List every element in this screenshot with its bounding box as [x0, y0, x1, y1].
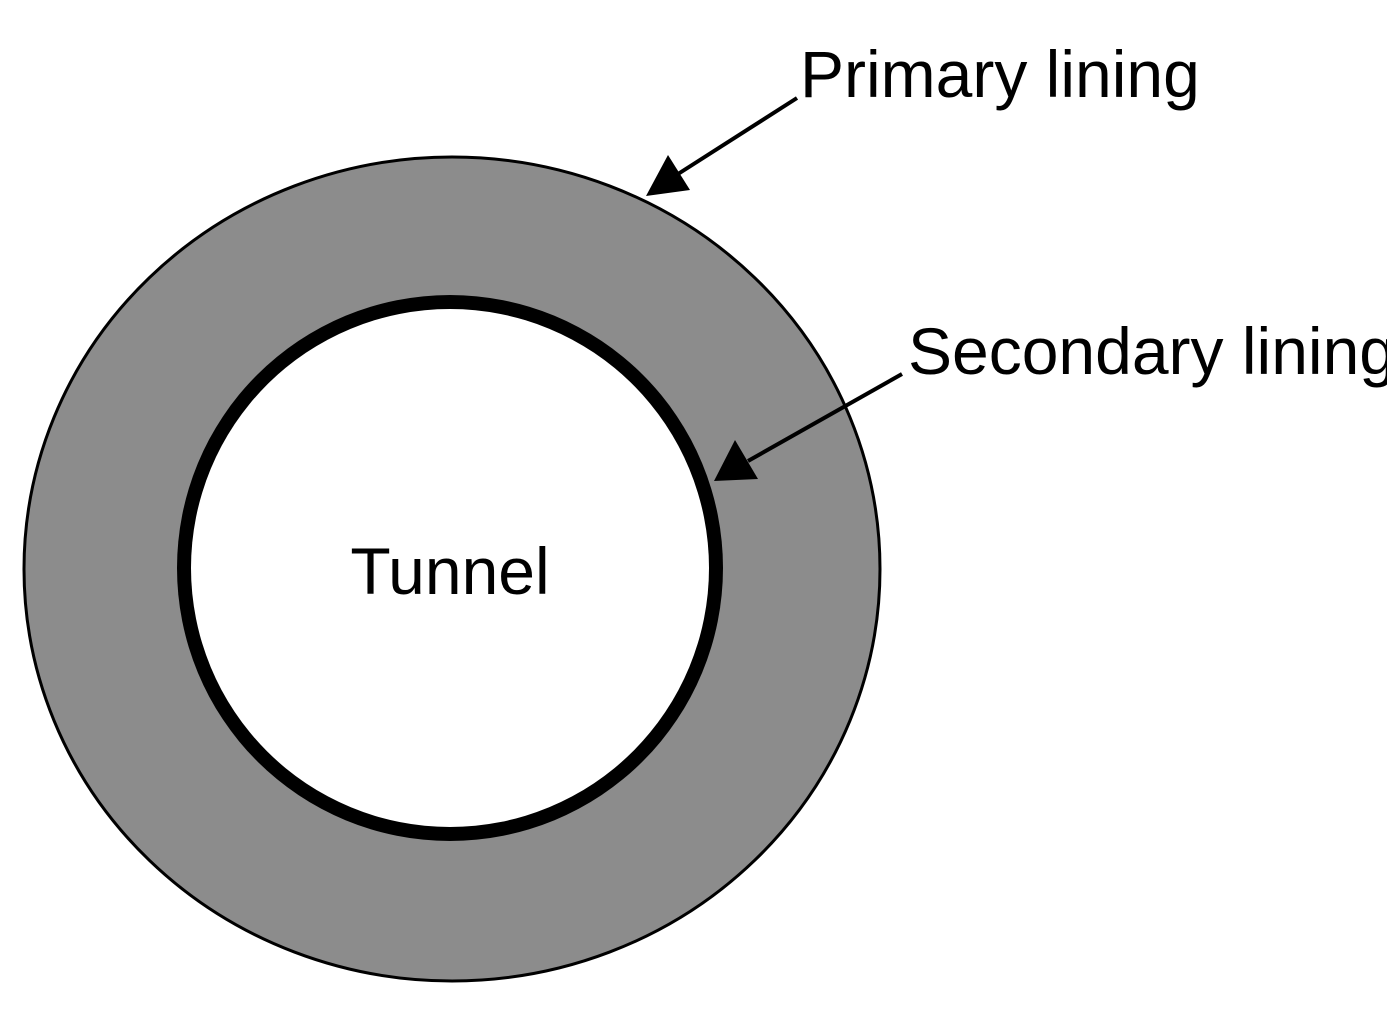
secondary-lining-arrow-shaft [747, 372, 903, 463]
tunnel-interior [191, 309, 709, 827]
secondary-lining-arrow [714, 372, 903, 481]
primary-lining-arrow [646, 96, 799, 196]
primary-lining-label: Primary lining [800, 37, 1200, 111]
secondary-lining-label: Secondary lining [908, 314, 1387, 388]
tunnel-label: Tunnel [350, 534, 549, 608]
secondary-lining-arrow-head [714, 440, 758, 481]
primary-lining-arrow-shaft [676, 96, 799, 176]
primary-lining-arrow-head [646, 155, 690, 196]
